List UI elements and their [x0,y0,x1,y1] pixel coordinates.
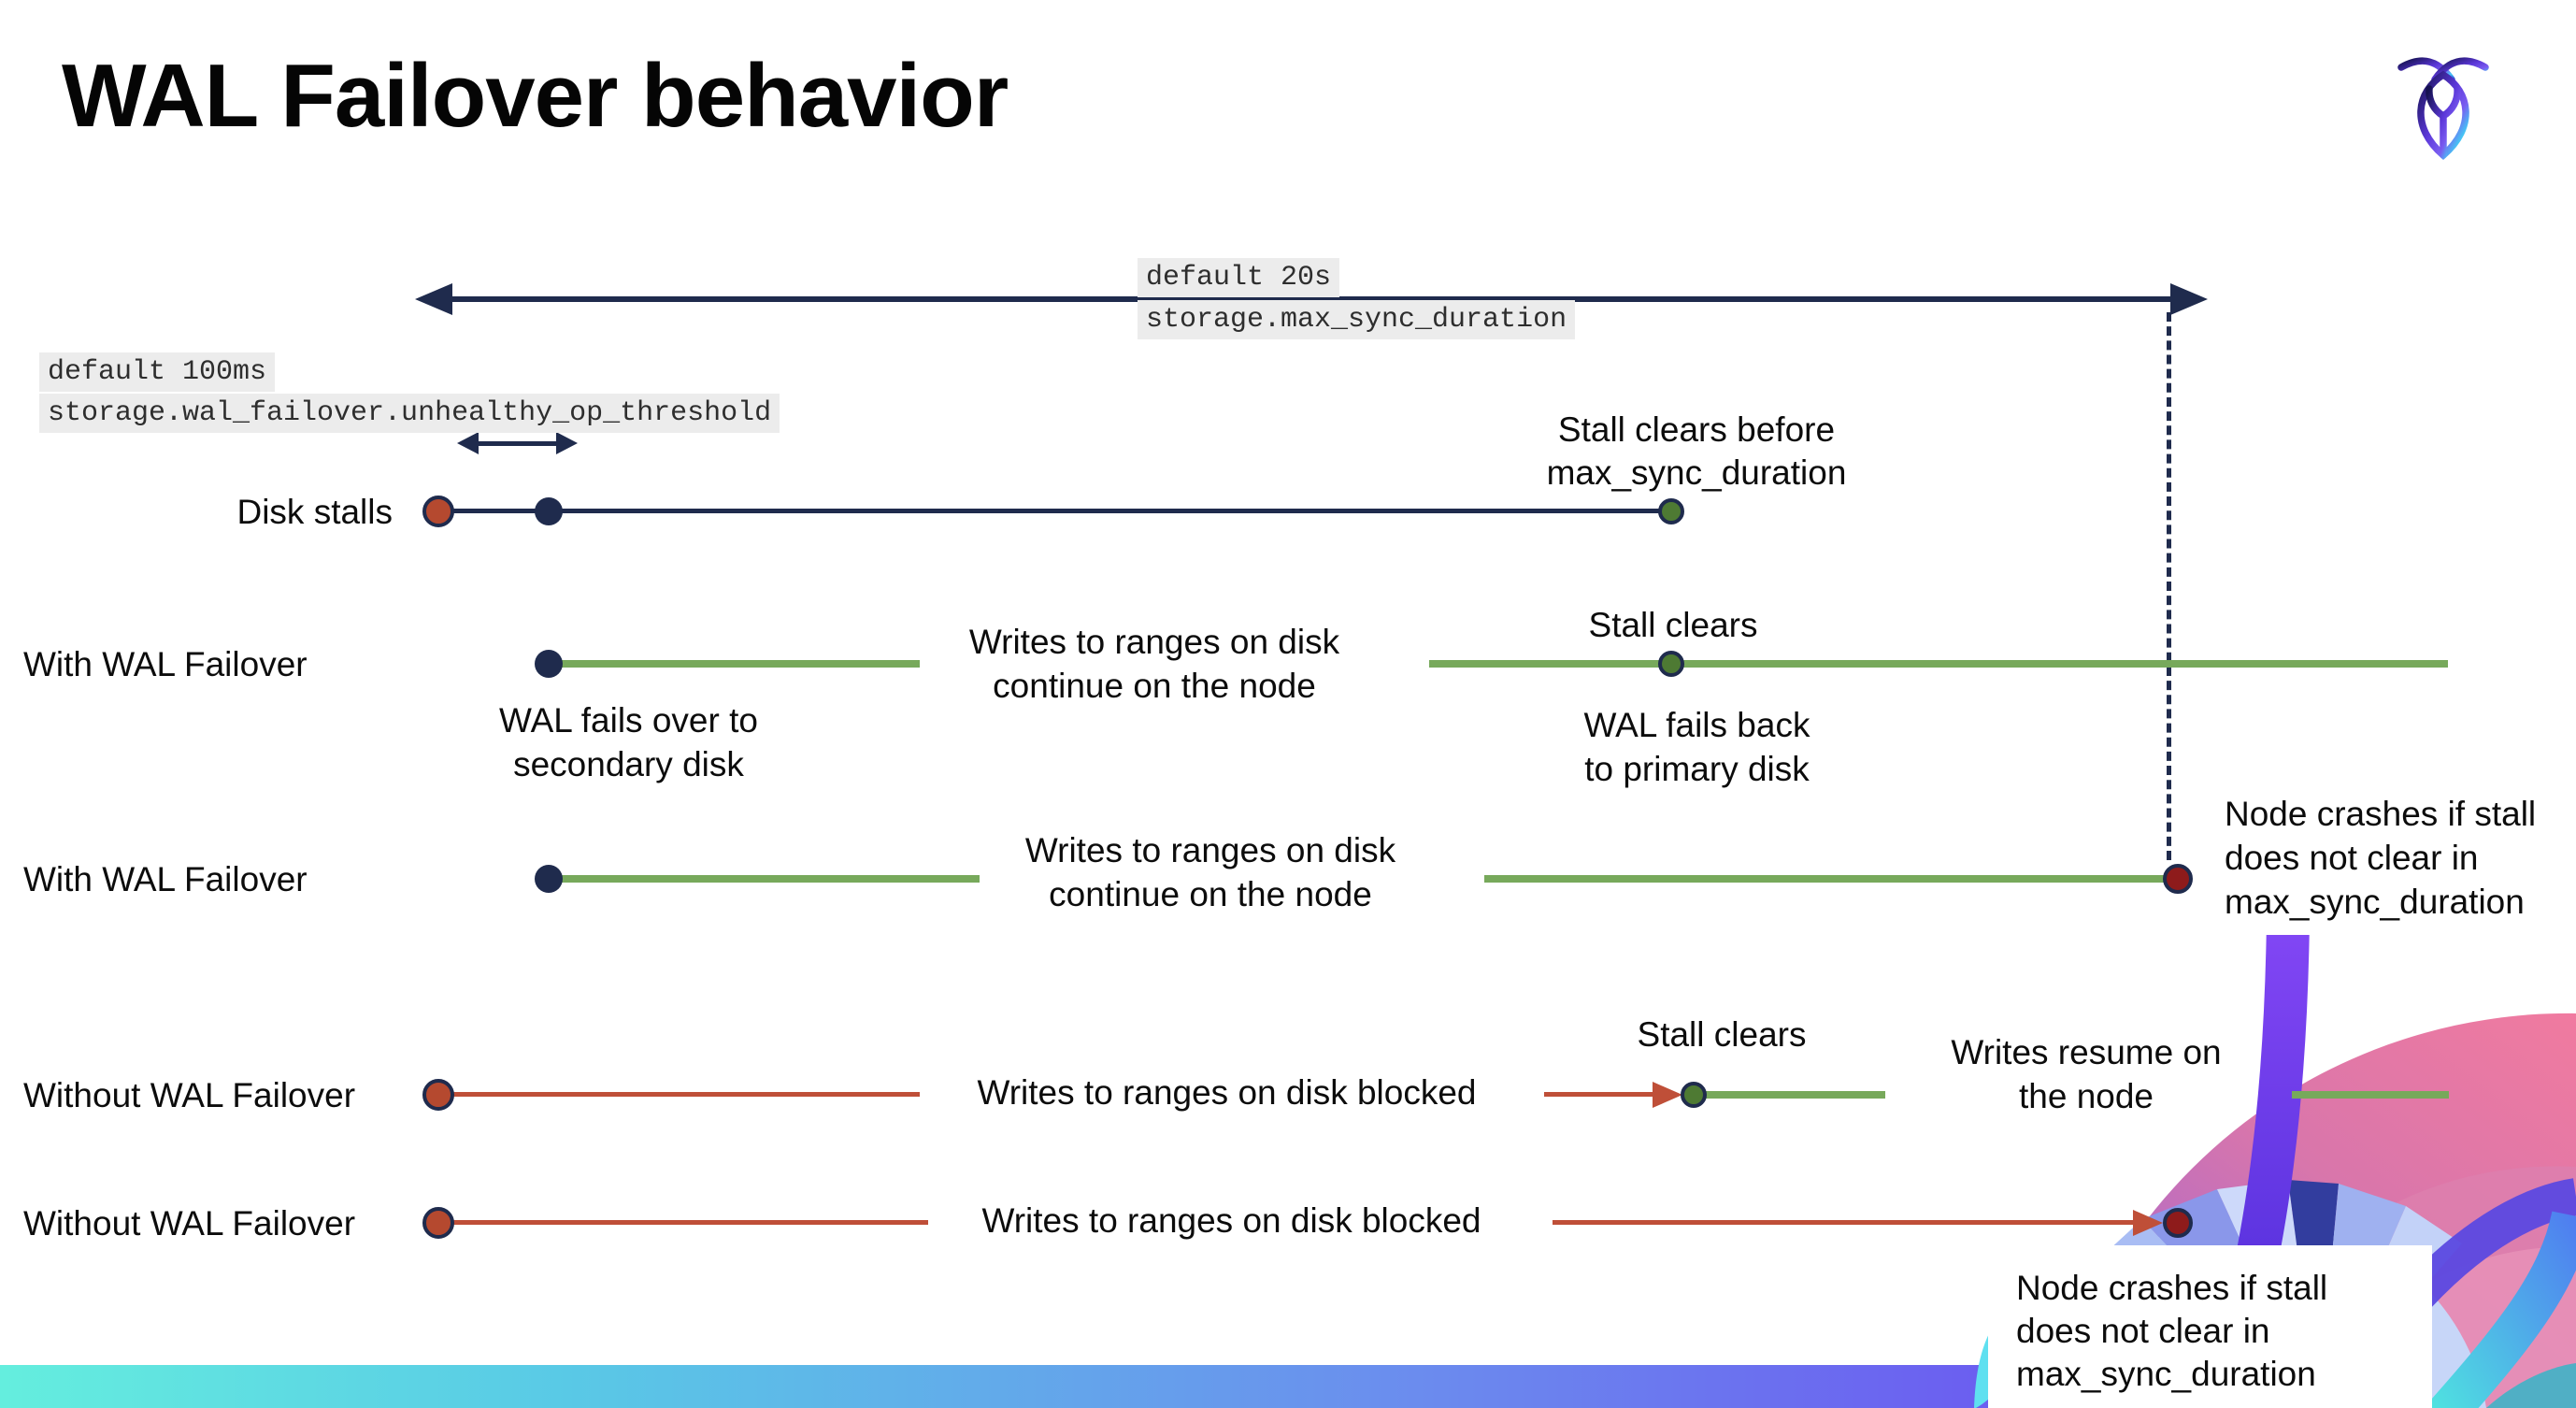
logo-vein [2426,85,2461,159]
page-title: WAL Failover behavior [62,46,1009,146]
arrowhead-left-icon [415,283,452,315]
max-sync-setting-name: storage.max_sync_duration [1138,300,1576,339]
red-arrowhead-icon-2 [2133,1210,2163,1236]
writes-continue2-line-b [1484,875,2175,883]
threshold-default-label: default 100ms [39,352,276,392]
stall-start-dot [422,496,454,527]
writes-blocked-text-1: Writes to ranges on disk blocked [977,1073,1477,1112]
row-label-with-wal-failover-2: With WAL Failover [23,860,308,898]
node-crash-dot-1 [2163,864,2193,894]
stall-clears-label-2: Stall clears [1637,1015,1807,1054]
stall-clears-dot-2 [1681,1082,1707,1108]
writes-continue-text-1: Writes to ranges on disk continue on the… [968,623,1340,705]
cyan-right-arc [2424,1211,2576,1408]
wal-fails-back-note: WAL fails back to primary disk [1583,706,1810,788]
failback-dot [1658,651,1684,677]
writes-resume-line-a [1694,1091,1885,1099]
node-crash-dot-2 [2163,1208,2193,1238]
max-sync-duration-span-line [432,296,2170,302]
writes-resume-note: Writes resume on the node [1951,1033,2222,1115]
writes-continue-line-a [549,660,920,668]
row-label-without-wal-failover-2: Without WAL Failover [23,1204,356,1243]
node-crash-note-1: Node crashes if stall does not clear in … [2225,795,2537,921]
cockroachdb-logo-icon [2397,57,2489,160]
max-sync-deadline-dashed-line [2167,312,2171,860]
red-arrowhead-icon-1 [1653,1082,1682,1108]
writes-blocked2-line-a [438,1220,928,1225]
writes-continue2-line-a [549,875,980,883]
max-sync-default-label: default 20s [1138,258,1340,297]
writes-continue-text-2: Writes to ranges on disk continue on the… [1024,831,1396,913]
writes-continue-line-b [1429,660,2448,668]
row-label-with-wal-failover-1: With WAL Failover [23,645,308,683]
writes-blocked2-line-b [1553,1220,2137,1225]
stall-clears-dot [1658,498,1684,524]
writes-blocked-text-2: Writes to ranges on disk blocked [981,1201,1481,1240]
row-label-disk-stalls: Disk stalls [236,493,393,531]
stall-start-dot-2 [422,1079,454,1111]
threshold-setting-name: storage.wal_failover.unhealthy_op_thresh… [39,394,780,433]
threshold-reached-dot [535,497,563,525]
threshold-span-line [473,441,559,446]
failover-dot [535,650,563,678]
writes-resume-line-b [2292,1091,2449,1099]
node-crash-note-2: Node crashes if stall does not clear in … [2016,1269,2328,1393]
arrowhead-right-icon [2170,283,2208,315]
writes-blocked-line-b [1544,1092,1656,1097]
wal-fails-over-note: WAL fails over to secondary disk [499,701,758,783]
small-arrowhead-right-icon [556,432,578,454]
crash-note-panel [1988,1245,2432,1408]
writes-blocked-line-a [438,1092,920,1097]
stall-start-dot-3 [422,1207,454,1239]
teal-corner [2486,1363,2576,1408]
row-label-without-wal-failover-1: Without WAL Failover [23,1076,356,1114]
disk-stall-timeline [438,509,1671,513]
stall-clears-before-note: Stall clears before max_sync_duration [1546,410,1847,492]
stall-clears-label-1: Stall clears [1588,606,1758,644]
failover-dot-2 [535,865,563,893]
small-arrowhead-left-icon [457,432,479,454]
